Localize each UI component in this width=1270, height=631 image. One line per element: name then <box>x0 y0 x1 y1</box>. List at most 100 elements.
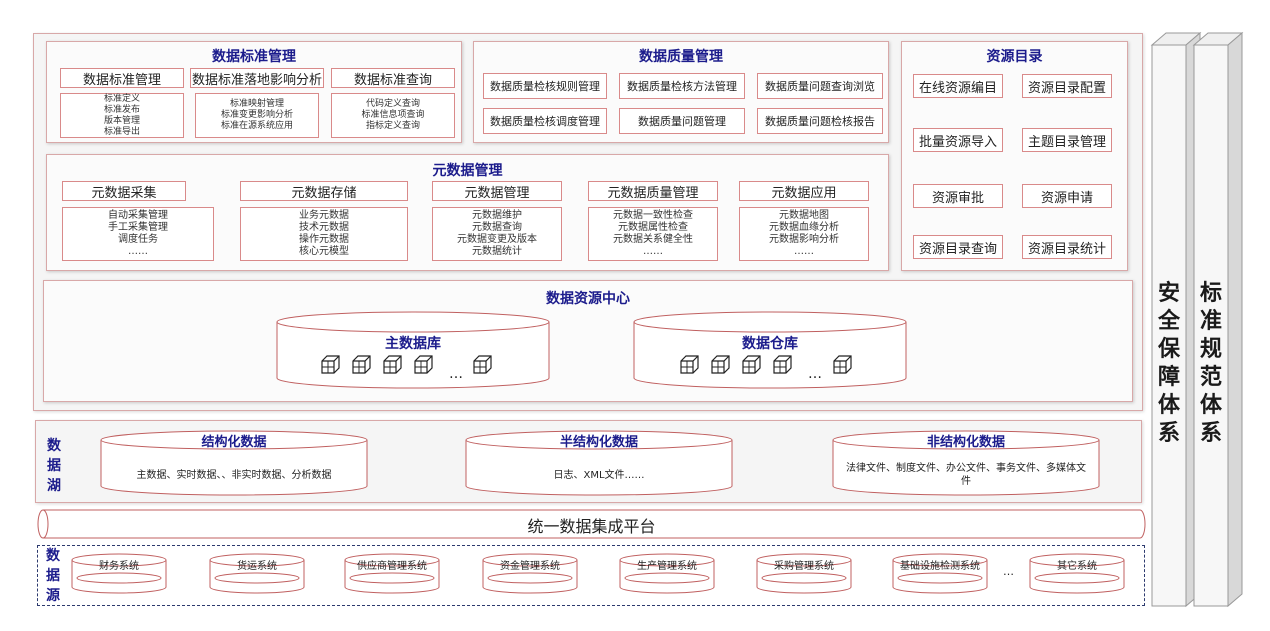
sub-line: 元数据关系健全性 <box>613 234 693 245</box>
warehouse-label: 数据仓库 <box>742 336 798 352</box>
cube-icon <box>742 355 761 374</box>
standard-mgmt-sub-0: 标准定义 标准发布 版本管理 标准导出 <box>60 93 184 138</box>
source-system-6[interactable]: 基础设施检测系统 <box>900 561 980 572</box>
quality-mgmt-title: 数据质量管理 <box>639 49 723 65</box>
resource-center-title: 数据资源中心 <box>546 291 630 307</box>
platform-label: 统一数据集成平台 <box>527 517 656 536</box>
metadata-item-0[interactable]: 元数据采集 <box>62 181 186 201</box>
sub-line: 标准变更影响分析 <box>220 110 293 120</box>
source-cylinder <box>71 553 167 594</box>
metadata-sub-3: 元数据一致性检查 元数据属性检查 元数据关系健全性 …… <box>588 207 718 261</box>
source-system-3[interactable]: 资金管理系统 <box>500 561 560 572</box>
catalog-item-4[interactable]: 资源审批 <box>913 184 1003 208</box>
unstructured-data-label: 非结构化数据 <box>926 435 1005 450</box>
sub-line: 自动采集管理 <box>108 210 168 221</box>
sub-line: 代码定义查询 <box>365 99 420 109</box>
standard-mgmt-sub-2: 代码定义查询 标准信息项查询 指标定义查询 <box>331 93 455 138</box>
quality-item-1[interactable]: 数据质量检核方法管理 <box>619 73 745 99</box>
sub-line: 核心元模型 <box>299 246 349 257</box>
source-cylinder <box>344 553 440 594</box>
warehouse-ellipsis: … <box>808 366 822 382</box>
metadata-sub-1: 业务元数据 技术元数据 操作元数据 核心元模型 <box>240 207 408 261</box>
source-cylinder <box>209 553 305 594</box>
source-cylinder <box>892 553 988 594</box>
standard-mgmt-title: 数据标准管理 <box>212 49 296 65</box>
source-system-7[interactable]: 其它系统 <box>1057 561 1097 572</box>
cube-icon <box>773 355 792 374</box>
metadata-mgmt-panel: 元数据管理 元数据采集 元数据存储 元数据管理 元数据质量管理 元数据应用 自动… <box>46 154 889 271</box>
source-cylinders <box>71 553 1125 594</box>
structured-data-label: 结构化数据 <box>201 435 267 450</box>
source-system-1[interactable]: 货运系统 <box>237 561 277 572</box>
source-system-4[interactable]: 生产管理系统 <box>637 561 697 572</box>
cube-icon <box>833 355 852 374</box>
standard-mgmt-item-2[interactable]: 数据标准查询 <box>331 68 455 88</box>
source-ellipsis: … <box>1003 565 1014 578</box>
catalog-item-2[interactable]: 批量资源导入 <box>913 128 1003 152</box>
catalog-panel: 资源目录 在线资源编目 资源目录配置 批量资源导入 主题目录管理 资源审批 资源… <box>901 41 1128 271</box>
catalog-item-6[interactable]: 资源目录查询 <box>913 235 1003 259</box>
sub-line: 标准在源系统应用 <box>220 121 293 131</box>
catalog-item-1[interactable]: 资源目录配置 <box>1022 74 1112 98</box>
catalog-item-0[interactable]: 在线资源编目 <box>913 74 1003 98</box>
sub-line: …… <box>128 246 148 257</box>
cube-icon <box>473 355 492 374</box>
data-lake-label: 数据湖 <box>47 438 61 494</box>
sub-line: 技术元数据 <box>299 222 349 233</box>
standard-mgmt-item-1[interactable]: 数据标准落地影响分析 <box>190 68 324 88</box>
catalog-item-3[interactable]: 主题目录管理 <box>1022 128 1112 152</box>
sub-line: …… <box>794 246 814 257</box>
sub-line: 元数据统计 <box>472 246 522 257</box>
cube-icon <box>383 355 402 374</box>
sub-line: 元数据一致性检查 <box>613 210 693 221</box>
cube-icon <box>321 355 340 374</box>
quality-item-4[interactable]: 数据质量问题管理 <box>619 108 745 134</box>
unstructured-data-desc: 法律文件、制度文件、办公文件、事务文件、多媒体文件 <box>846 463 1086 487</box>
security-pillar-label: 安全保障体系 <box>1157 281 1180 446</box>
sub-line: 元数据变更及版本 <box>457 234 537 245</box>
platform-cylinder <box>37 509 1146 539</box>
sub-line: 元数据维护 <box>472 210 522 221</box>
metadata-item-4[interactable]: 元数据应用 <box>739 181 869 201</box>
structured-data-cylinder <box>100 430 368 496</box>
sub-line: 标准映射管理 <box>229 99 284 109</box>
standard-mgmt-item-0[interactable]: 数据标准管理 <box>60 68 184 88</box>
source-cylinder <box>1029 553 1125 594</box>
metadata-item-2[interactable]: 元数据管理 <box>432 181 562 201</box>
sub-line: 元数据查询 <box>472 222 522 233</box>
sub-line: 标准信息项查询 <box>361 110 425 120</box>
sub-line: 标准导出 <box>103 126 140 137</box>
quality-item-0[interactable]: 数据质量检核规则管理 <box>483 73 607 99</box>
cube-icon <box>680 355 699 374</box>
sub-line: 调度任务 <box>118 234 158 245</box>
sub-line: …… <box>643 246 663 257</box>
semi-structured-data-cylinder <box>465 430 733 496</box>
catalog-item-5[interactable]: 资源申请 <box>1022 184 1112 208</box>
sub-line: 元数据属性检查 <box>618 222 688 233</box>
source-system-5[interactable]: 采购管理系统 <box>774 561 834 572</box>
metadata-mgmt-title: 元数据管理 <box>432 163 503 179</box>
sub-line: 操作元数据 <box>299 234 349 245</box>
source-system-0[interactable]: 财务系统 <box>99 561 139 572</box>
metadata-sub-4: 元数据地图 元数据血缘分析 元数据影响分析 …… <box>739 207 869 261</box>
quality-item-5[interactable]: 数据质量问题检核报告 <box>757 108 883 134</box>
semi-structured-data-desc: 日志、XML文件…… <box>553 470 645 481</box>
metadata-item-3[interactable]: 元数据质量管理 <box>588 181 718 201</box>
semi-structured-data-label: 半结构化数据 <box>559 435 638 450</box>
sub-line: 标准定义 <box>103 93 140 104</box>
catalog-item-7[interactable]: 资源目录统计 <box>1022 235 1112 259</box>
master-db-ellipsis: … <box>449 366 463 382</box>
metadata-sub-2: 元数据维护 元数据查询 元数据变更及版本 元数据统计 <box>432 207 562 261</box>
source-system-2[interactable]: 供应商管理系统 <box>357 561 427 572</box>
resource-center-panel: 数据资源中心 <box>43 280 1133 402</box>
quality-item-2[interactable]: 数据质量问题查询浏览 <box>757 73 883 99</box>
standard-mgmt-sub-1: 标准映射管理 标准变更影响分析 标准在源系统应用 <box>195 93 319 138</box>
sub-line: 版本管理 <box>103 115 140 126</box>
quality-item-3[interactable]: 数据质量检核调度管理 <box>483 108 607 134</box>
metadata-item-1[interactable]: 元数据存储 <box>240 181 408 201</box>
sub-line: 元数据影响分析 <box>769 234 839 245</box>
quality-mgmt-panel: 数据质量管理 数据质量检核规则管理 数据质量检核方法管理 数据质量问题查询浏览 … <box>473 41 889 143</box>
source-cylinder <box>756 553 852 594</box>
standard-pillar-label: 标准规范体系 <box>1199 281 1222 446</box>
